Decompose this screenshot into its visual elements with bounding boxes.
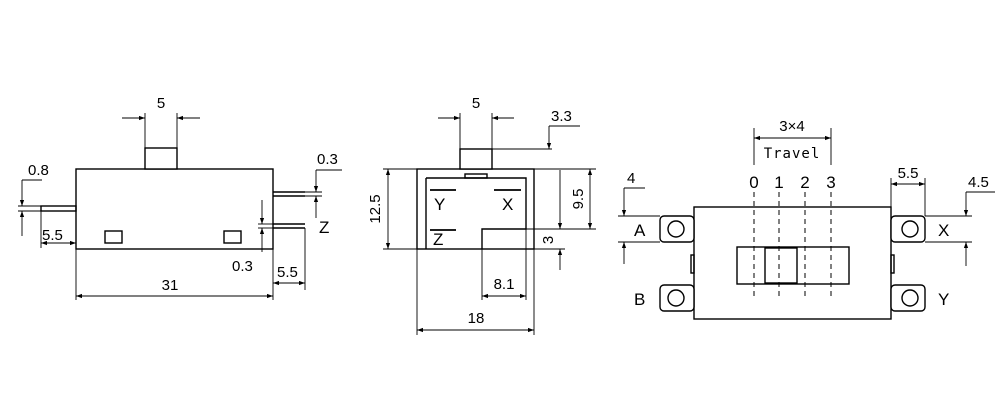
side-dim-right-thk: 0.3 [317,151,338,168]
top-label-b: B [634,290,645,309]
side-dim-top: 5 [157,95,165,112]
top-dim-pitch: 3×4 [779,118,804,135]
top-dim-left: 4 [627,170,635,187]
terminal-b [659,284,695,312]
end-label-x: X [502,195,513,214]
position-0: 0 [749,173,758,192]
side-actuator [144,147,178,170]
end-label-z: Z [433,230,443,249]
slider-slot [736,246,850,285]
top-dim-right: 4.5 [968,174,989,191]
end-body [416,168,535,250]
top-dim-right-gap: 5.5 [898,165,919,182]
side-dim-left-thk: 0.8 [28,162,49,179]
side-view: 5 0.8 5.5 0.3 Z 0.3 5.5 31 [18,95,342,300]
end-dim-notch: 8.1 [494,276,515,293]
end-dim-step: 3 [540,236,557,244]
end-dim-top: 5 [472,95,480,112]
side-dim-length: 31 [162,277,179,294]
end-dim-height: 12.5 [367,194,384,223]
end-view: Y X Z 5 3.3 12.5 9.5 3 8.1 [367,95,596,335]
position-3: 3 [826,173,835,192]
end-label-y: Y [434,195,445,214]
side-dim-left-pin: 5.5 [42,227,63,244]
position-2: 2 [800,173,809,192]
top-view: 3×4 Travel 0 1 2 3 4 A B 5.5 4.5 X Y [618,118,995,320]
terminal-y [890,284,926,312]
end-dim-top-right: 3.3 [551,108,572,125]
top-label-x: X [938,221,949,240]
top-label-y: Y [938,290,949,309]
side-dim-bottom-pin: 0.3 [232,258,253,275]
top-label-a: A [634,221,646,240]
side-body [75,168,274,250]
end-actuator [459,148,493,170]
top-travel-label: Travel [764,146,821,162]
side-window-right [223,230,242,244]
position-1: 1 [774,173,783,192]
side-window-left [104,230,123,244]
terminal-x [890,215,926,243]
side-label-z: Z [319,218,329,237]
end-dim-width: 18 [468,310,485,327]
end-dim-right-h: 9.5 [570,189,587,210]
side-dim-right-pin: 5.5 [277,264,298,281]
terminal-a [659,215,695,243]
slider-knob [764,247,798,284]
side-left-pin [40,205,77,212]
